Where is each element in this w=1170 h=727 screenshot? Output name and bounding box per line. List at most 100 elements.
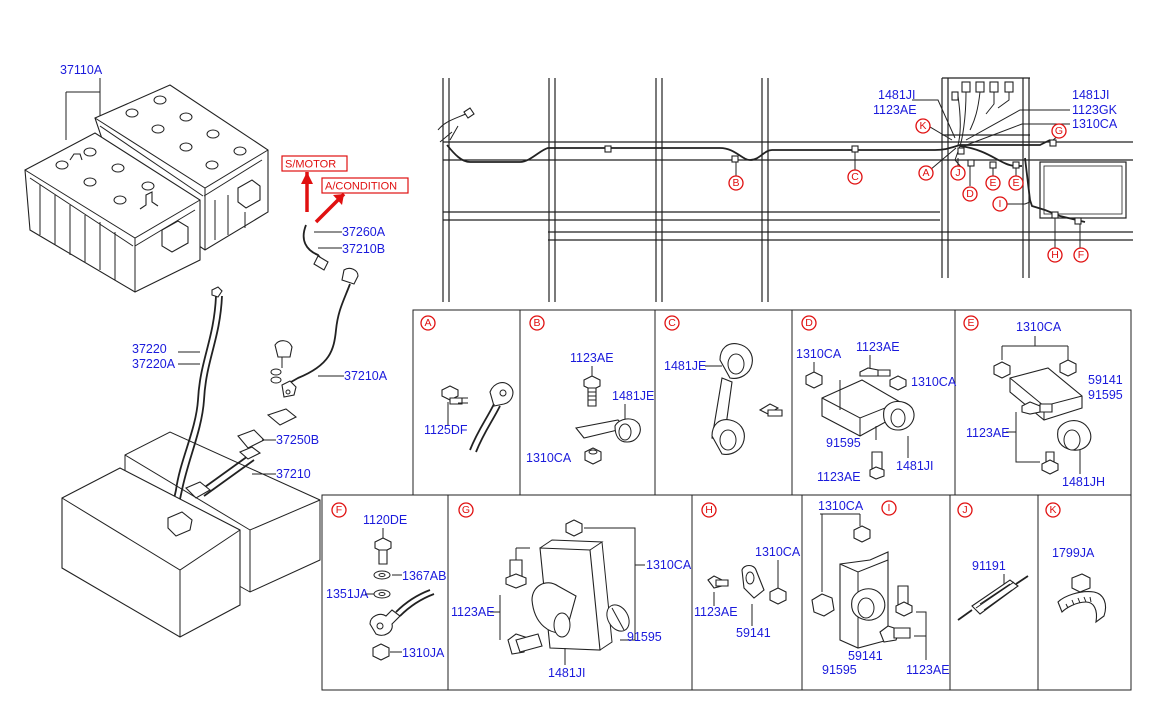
label-1481JI-right[interactable]: 1481JI — [1072, 88, 1110, 102]
callout-I[interactable]: I — [992, 196, 1008, 212]
J-label-91191[interactable]: 91191 — [972, 559, 1006, 573]
I-label-91595[interactable]: 91595 — [822, 663, 857, 677]
a-condition-label[interactable]: A/CONDITION — [325, 181, 397, 193]
battery-assembly: 37110A — [24, 63, 409, 638]
callout-H[interactable]: H — [1047, 247, 1063, 263]
callout-G[interactable]: G — [1051, 123, 1067, 139]
label-37250B[interactable]: 37250B — [276, 433, 319, 447]
C-label-1481JE[interactable]: 1481JE — [664, 359, 706, 373]
F-label-1120DE[interactable]: 1120DE — [363, 513, 407, 527]
svg-text:C: C — [851, 171, 859, 183]
panel-D-callout[interactable]: D — [801, 315, 817, 331]
D-label-1123AE-a[interactable]: 1123AE — [856, 340, 900, 354]
D-label-1310CA-b[interactable]: 1310CA — [911, 375, 957, 389]
svg-text:K: K — [919, 120, 926, 132]
svg-text:H: H — [705, 504, 713, 516]
callout-C[interactable]: C — [847, 169, 863, 185]
panel-H-callout[interactable]: H — [701, 502, 717, 518]
panel-E-callout[interactable]: E — [963, 315, 979, 331]
E-label-1481JH[interactable]: 1481JH — [1062, 475, 1105, 489]
callout-D[interactable]: D — [962, 186, 978, 202]
svg-text:E: E — [967, 317, 974, 329]
E-label-91595[interactable]: 91595 — [1088, 388, 1123, 402]
callout-B[interactable]: B — [728, 175, 744, 191]
label-37220A[interactable]: 37220A — [132, 357, 176, 371]
battery-rear — [94, 84, 269, 251]
svg-text:A: A — [424, 317, 431, 329]
label-1310CA[interactable]: 1310CA — [1072, 117, 1118, 131]
svg-text:J: J — [955, 167, 960, 179]
svg-text:G: G — [462, 504, 470, 516]
B-label-1481JE[interactable]: 1481JE — [612, 389, 654, 403]
panel-C-callout[interactable]: C — [664, 315, 680, 331]
panel-G-callout[interactable]: G — [458, 502, 474, 518]
s-motor-label[interactable]: S/MOTOR — [285, 159, 336, 171]
G-label-1123AE[interactable]: 1123AE — [451, 605, 495, 619]
svg-text:B: B — [533, 317, 540, 329]
battery-front — [24, 132, 201, 293]
panel-F-callout[interactable]: F — [331, 502, 347, 518]
panel-F: F 1120DE 1367AB 1351JA 1310JA — [326, 502, 446, 661]
callout-F[interactable]: F — [1073, 247, 1089, 263]
D-label-91595[interactable]: 91595 — [826, 436, 861, 450]
panel-I-callout[interactable]: I — [881, 500, 897, 516]
svg-text:I: I — [999, 198, 1002, 210]
E-label-1310CA[interactable]: 1310CA — [1016, 320, 1062, 334]
K-label-1799JA[interactable]: 1799JA — [1052, 546, 1095, 560]
svg-text:D: D — [805, 317, 813, 329]
F-label-1367AB[interactable]: 1367AB — [402, 569, 446, 583]
svg-text:G: G — [1055, 125, 1063, 137]
E-label-1123AE[interactable]: 1123AE — [966, 426, 1010, 440]
I-label-1310CA[interactable]: 1310CA — [818, 499, 864, 513]
label-37260A[interactable]: 37260A — [342, 225, 386, 239]
G-label-91595[interactable]: 91595 — [627, 630, 662, 644]
B-label-1310CA[interactable]: 1310CA — [526, 451, 572, 465]
label-37210A[interactable]: 37210A — [344, 369, 388, 383]
H-label-1310CA[interactable]: 1310CA — [755, 545, 801, 559]
callout-A[interactable]: A — [918, 165, 934, 181]
D-label-1481JI[interactable]: 1481JI — [896, 459, 934, 473]
I-label-59141[interactable]: 59141 — [848, 649, 883, 663]
H-label-1123AE[interactable]: 1123AE — [694, 605, 738, 619]
svg-text:E: E — [989, 177, 996, 189]
label-1123AE[interactable]: 1123AE — [873, 103, 917, 117]
callout-K[interactable]: K — [915, 118, 931, 134]
svg-text:C: C — [668, 317, 676, 329]
label-1123GK[interactable]: 1123GK — [1072, 103, 1118, 117]
panel-B-callout[interactable]: B — [529, 315, 545, 331]
G-label-1481JI[interactable]: 1481JI — [548, 666, 586, 680]
B-label-1123AE[interactable]: 1123AE — [570, 351, 614, 365]
frame-harness: 1481JI 1123AE 1481JI 1123GK 1310CA K A J… — [437, 77, 1133, 302]
G-label-1310CA[interactable]: 1310CA — [646, 558, 692, 572]
svg-text:F: F — [1078, 249, 1084, 261]
A-label-1125DF[interactable]: 1125DF — [424, 423, 468, 437]
callout-J[interactable]: J — [950, 165, 966, 181]
panel-J-callout[interactable]: J — [957, 502, 973, 518]
panel-A: A 1125DF — [420, 315, 514, 453]
callout-E-1[interactable]: E — [985, 175, 1001, 191]
E-label-59141[interactable]: 59141 — [1088, 373, 1123, 387]
label-37220[interactable]: 37220 — [132, 342, 167, 356]
F-label-1351JA[interactable]: 1351JA — [326, 587, 369, 601]
I-label-1123AE[interactable]: 1123AE — [906, 663, 950, 677]
label-1481JI[interactable]: 1481JI — [878, 88, 916, 102]
panel-J: J 91191 — [957, 502, 1029, 621]
label-37210[interactable]: 37210 — [276, 467, 311, 481]
svg-text:A: A — [922, 167, 929, 179]
label-37210B[interactable]: 37210B — [342, 242, 385, 256]
D-label-1310CA-a[interactable]: 1310CA — [796, 347, 842, 361]
panel-K-callout[interactable]: K — [1045, 502, 1061, 518]
svg-text:B: B — [732, 177, 739, 189]
panel-A-callout[interactable]: A — [420, 315, 436, 331]
label-37110A[interactable]: 37110A — [60, 63, 103, 77]
callout-E-2[interactable]: E — [1008, 175, 1024, 191]
s-motor-box — [281, 155, 348, 172]
panel-K: K 1799JA — [1045, 502, 1107, 624]
H-label-59141[interactable]: 59141 — [736, 626, 771, 640]
panel-G: G 1310CA 1123AE 91595 1481JI — [451, 502, 692, 680]
svg-text:K: K — [1049, 504, 1056, 516]
svg-text:E: E — [1012, 177, 1019, 189]
F-label-1310JA[interactable]: 1310JA — [402, 646, 445, 660]
D-label-1123AE-b[interactable]: 1123AE — [817, 470, 861, 484]
